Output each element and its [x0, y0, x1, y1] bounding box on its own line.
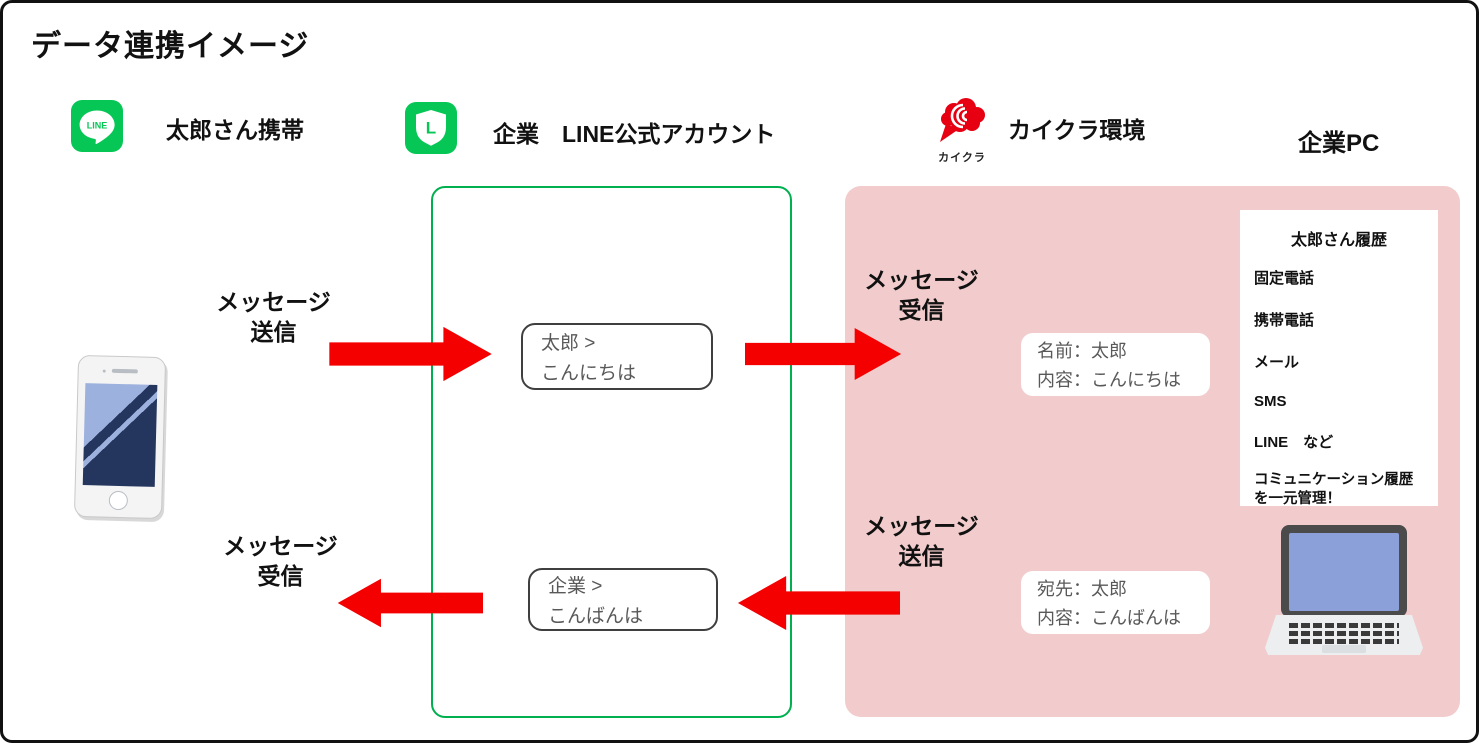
- history-item-mobile: 携帯電話: [1254, 312, 1315, 329]
- incoming-message-text: こんにちは: [541, 363, 637, 384]
- received-data-card: 名前：太郎 内容：こんにちは: [1021, 333, 1210, 396]
- page-title: データ連携イメージ: [31, 30, 310, 63]
- kaikura-cloud-icon: [940, 98, 985, 142]
- send-content-line: 内容：こんばんは: [1037, 608, 1181, 628]
- send-dest-line: 宛先：太郎: [1037, 579, 1127, 599]
- laptop-keyboard: [1289, 620, 1399, 644]
- flow-send-bottom-line1: メッセージ: [864, 513, 979, 539]
- flow-label-send-top: メッセージ 送信: [201, 287, 346, 348]
- send-data-card: 宛先：太郎 内容：こんばんは: [1021, 571, 1210, 634]
- line-app-icon: LINE: [71, 100, 123, 152]
- flow-label-receive-bottom: メッセージ 受信: [208, 531, 353, 592]
- line-official-account-icon: L: [405, 102, 457, 154]
- phone-screen: [82, 383, 158, 487]
- arrow-left-receive-bottom: [337, 578, 483, 628]
- smartphone-illustration: [73, 354, 167, 520]
- kaikura-logo-text: カイクラ: [938, 152, 986, 164]
- arrow-right-receive-top: [745, 327, 902, 381]
- history-title: 太郎さん履歴: [1290, 232, 1387, 249]
- flow-send-bottom-line2: 送信: [898, 543, 945, 570]
- flow-receive-bottom-line1: メッセージ: [223, 533, 338, 559]
- history-footer: コミュニケーション履歴を一元管理！: [1254, 472, 1414, 507]
- laptop-screen-frame: [1281, 525, 1407, 617]
- flow-receive-top-line2: 受信: [898, 297, 945, 324]
- arrow-right-send-top: [329, 326, 492, 382]
- flow-receive-top-line1: メッセージ: [864, 267, 979, 293]
- company-pc-label: 企業PC: [1298, 130, 1380, 157]
- flow-send-top-line2: 送信: [250, 319, 297, 346]
- history-item-mail: メール: [1254, 354, 1300, 371]
- laptop-illustration: [1265, 525, 1423, 660]
- phone-speaker: [111, 368, 138, 374]
- flow-send-top-line1: メッセージ: [216, 289, 331, 315]
- oa-icon-letter: L: [426, 119, 436, 138]
- laptop-display: [1289, 533, 1399, 611]
- line-official-account-boundary: [431, 186, 792, 718]
- line-icon-wordmark: LINE: [87, 121, 108, 131]
- outgoing-message-box: 企業 > こんばんは: [528, 568, 718, 631]
- phone-camera-dot: [102, 369, 106, 373]
- kaikura-logo: カイクラ: [933, 96, 991, 165]
- kaikura-env-label: カイクラ環境: [1008, 117, 1146, 143]
- phone-home-button: [108, 490, 129, 511]
- laptop-base: [1265, 615, 1423, 655]
- flow-label-receive-top: メッセージ 受信: [854, 265, 989, 326]
- arrow-left-send-bottom: [737, 575, 900, 631]
- outgoing-message-sender: 企業 >: [548, 576, 603, 597]
- received-content-line: 内容：こんにちは: [1037, 370, 1181, 390]
- incoming-message-box: 太郎 > こんにちは: [521, 323, 713, 390]
- history-item-sms: SMS: [1254, 393, 1287, 410]
- laptop-touchpad: [1322, 645, 1366, 653]
- line-official-label: 企業 LINE公式アカウント: [493, 121, 776, 147]
- flow-label-send-bottom: メッセージ 送信: [854, 511, 989, 572]
- history-item-line: LINE など: [1254, 434, 1334, 451]
- history-item-landline: 固定電話: [1254, 270, 1315, 287]
- history-card: 太郎さん履歴 固定電話 携帯電話 メール SMS LINE など コミュニケーシ…: [1240, 210, 1438, 507]
- taro-phone-label: 太郎さん携帯: [166, 117, 304, 143]
- flow-receive-bottom-line2: 受信: [257, 563, 304, 590]
- received-name-line: 名前：太郎: [1037, 341, 1127, 361]
- outgoing-message-text: こんばんは: [548, 606, 644, 627]
- incoming-message-sender: 太郎 >: [541, 333, 596, 354]
